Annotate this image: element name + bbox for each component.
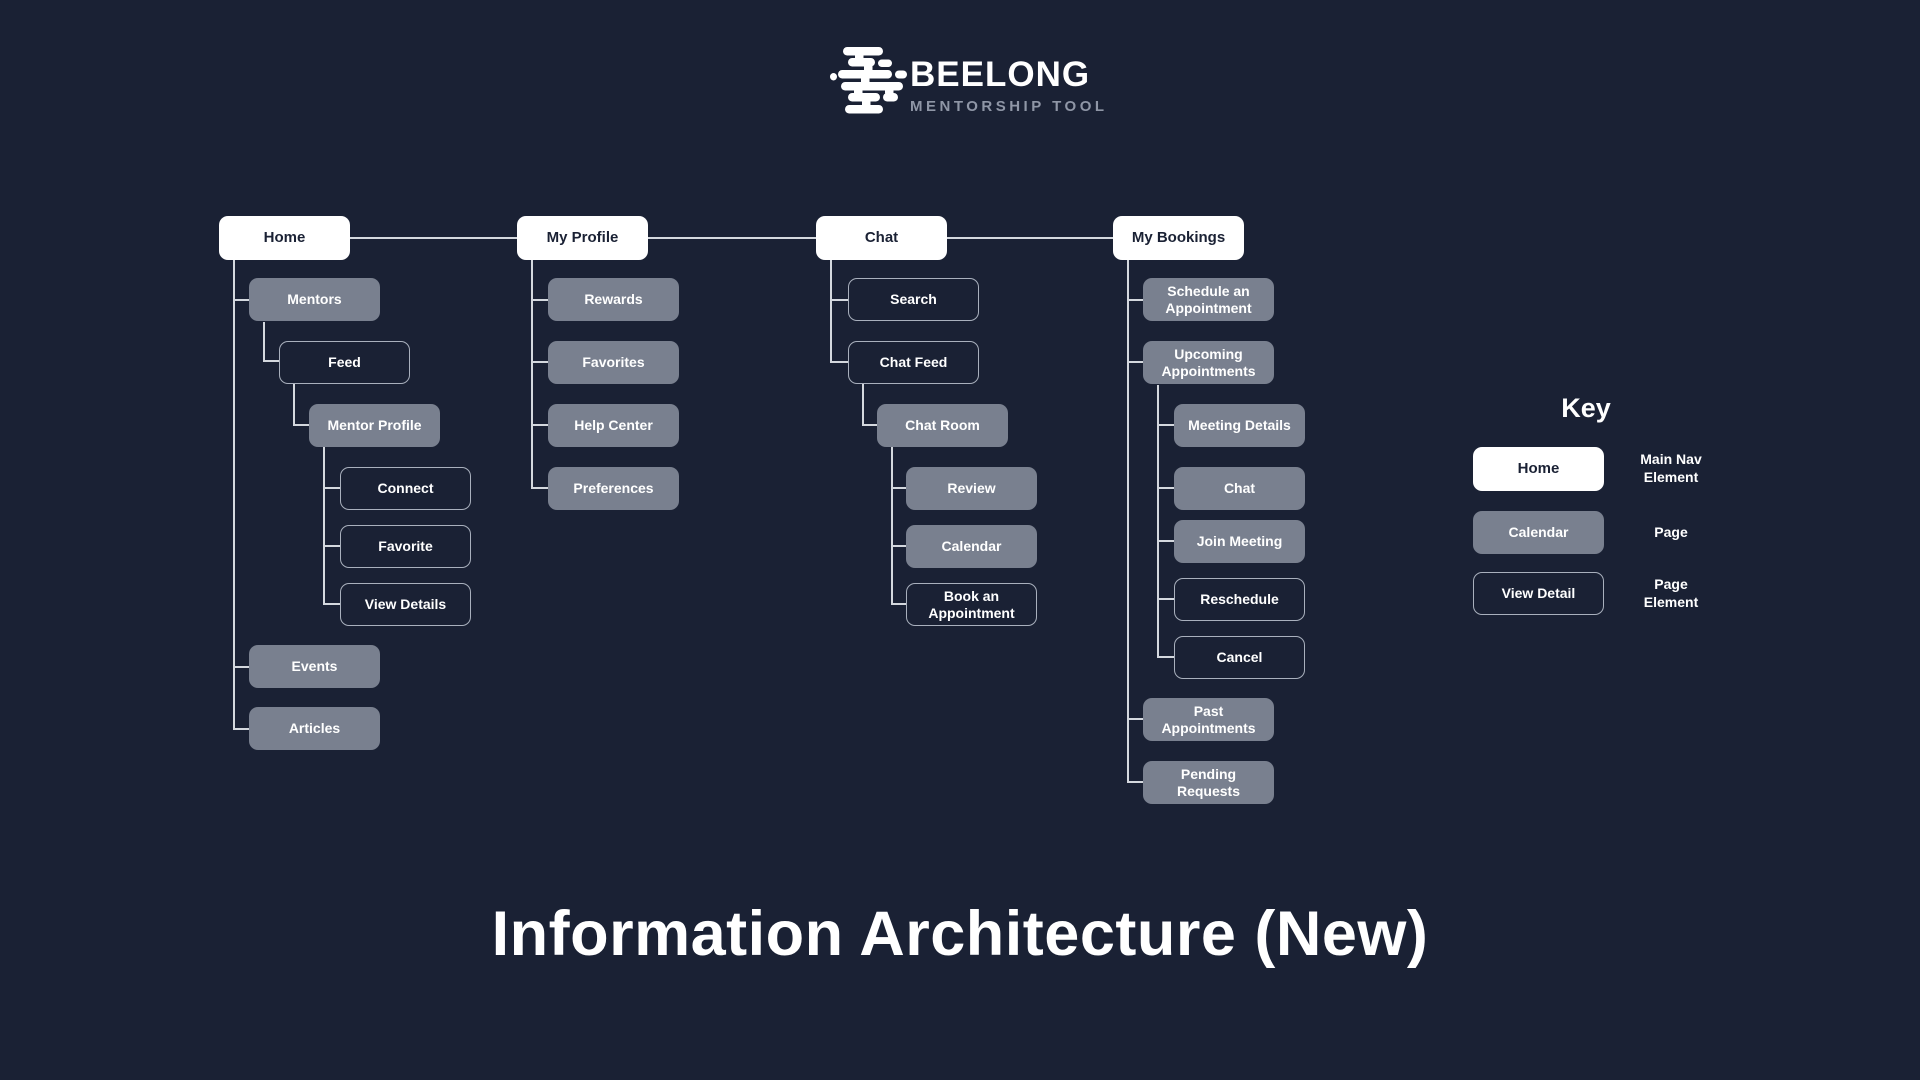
node-cancel: Cancel [1174,636,1305,679]
node-chat-feed: Chat Feed [848,341,979,384]
connector-line [531,260,533,489]
node-upcoming-appointments: Upcoming Appointments [1143,341,1274,384]
connector-line [293,424,309,426]
connector-line [323,545,340,547]
node-past-appointments: Past Appointments [1143,698,1274,741]
node-my-profile: My Profile [517,216,648,260]
connector-line [233,666,249,668]
node-favorites: Favorites [548,341,679,384]
brand-name: BEELONG [910,55,1091,94]
connector-line [323,487,340,489]
connector-line [830,361,848,363]
connector-line [1127,781,1143,783]
node-reschedule: Reschedule [1174,578,1305,621]
connector-line [830,299,848,301]
node-review: Review [906,467,1037,510]
node-preferences: Preferences [548,467,679,510]
node-rewards: Rewards [548,278,679,321]
connector-line [830,260,832,363]
connector-line [1157,598,1174,600]
connector-line [891,545,906,547]
connector-line [891,603,906,605]
connector-line [323,603,340,605]
node-book-an-appointment: Book an Appointment [906,583,1037,626]
connector-line [891,487,906,489]
connector-line [233,260,235,730]
connector-line [891,447,893,605]
connector-line [531,361,548,363]
connector-line [263,322,265,362]
connector-line [323,447,325,605]
connector-line [233,728,249,730]
connector-line [862,424,877,426]
node-events: Events [249,645,380,688]
node-join-meeting: Join Meeting [1174,520,1305,563]
beehive-icon [830,47,907,114]
node-meeting-details: Meeting Details [1174,404,1305,447]
key-heading: Key [1561,393,1611,423]
connector-line [233,299,249,301]
node-favorite: Favorite [340,525,471,568]
node-my-bookings: My Bookings [1113,216,1244,260]
node-chat-room: Chat Room [877,404,1008,447]
connector-line [284,237,1178,239]
node-schedule-an-appointment: Schedule an Appointment [1143,278,1274,321]
connector-line [531,487,548,489]
connector-line [1157,385,1159,658]
connector-line [1157,424,1174,426]
node-booking-chat: Chat [1174,467,1305,510]
node-chat: Chat [816,216,947,260]
node-view-details: View Details [340,583,471,626]
connector-line [1157,656,1174,658]
node-feed: Feed [279,341,410,384]
node-pending-requests: Pending Requests [1143,761,1274,804]
brand-block: BEELONG MENTORSHIP TOOL [910,57,1108,114]
connector-line [1127,718,1143,720]
key-sample-page-box: Calendar [1473,511,1604,554]
connector-line [263,360,279,362]
node-articles: Articles [249,707,380,750]
node-search: Search [848,278,979,321]
node-home: Home [219,216,350,260]
connector-line [531,299,548,301]
key-sample-page-element-box: View Detail [1473,572,1604,615]
node-help-center: Help Center [548,404,679,447]
node-mentors: Mentors [249,278,380,321]
key-label-main-nav-element: Main Nav Element [1640,451,1702,485]
page-title: Information Architecture (New) [491,899,1429,969]
key-label-page-element: Page Element [1643,576,1699,610]
node-connect: Connect [340,467,471,510]
node-calendar: Calendar [906,525,1037,568]
connector-line [1157,540,1174,542]
connector-line [1157,487,1174,489]
brand-tagline: MENTORSHIP TOOL [910,98,1108,115]
connector-line [1127,260,1129,783]
key-label-page: Page [1654,523,1688,540]
connector-line [293,383,295,426]
node-mentor-profile: Mentor Profile [309,404,440,447]
connector-line [1127,299,1143,301]
connector-line [862,384,864,426]
key-sample-nav-box: Home [1473,447,1604,491]
connector-line [531,424,548,426]
connector-line [1127,361,1143,363]
